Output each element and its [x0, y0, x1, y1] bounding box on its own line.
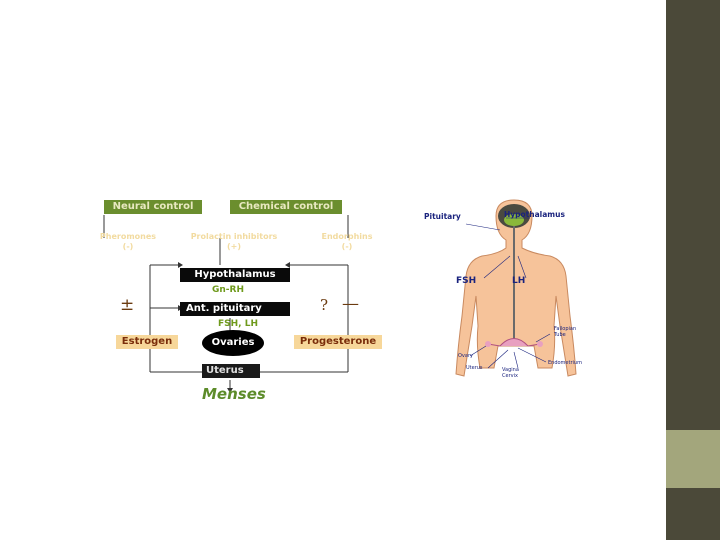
- slide-sidebar: [666, 0, 720, 540]
- faint-2-line1: Prolactin inhibitors: [190, 232, 278, 241]
- faint-3-line1: Endorphins: [321, 232, 373, 241]
- vagina-line: Vagina: [502, 367, 519, 373]
- faint-2-line2: (+): [226, 242, 241, 251]
- question-mark: ?: [320, 296, 329, 314]
- plus-minus-sign: ±: [120, 295, 135, 315]
- fallopian-line2: Tube: [554, 332, 566, 338]
- faint-label-2: Prolactin inhibitors (+): [184, 232, 284, 252]
- minus-sign: —: [342, 294, 359, 314]
- faint-1-line2: (-): [122, 242, 134, 251]
- lh-anatomy-label: LH: [512, 276, 526, 286]
- fsh-lh-label: FSH, LH: [218, 319, 258, 329]
- faint-label-1: Pheromones (-): [90, 232, 166, 252]
- cervix-line: Cervix: [502, 373, 518, 379]
- progesterone-box: Progesterone: [294, 335, 382, 349]
- menstrual-control-flow-diagram: Neural control Chemical control Pheromon…: [90, 190, 400, 410]
- gnrh-label: Gn-RH: [212, 285, 244, 295]
- menses-label: Menses: [202, 385, 266, 403]
- estrogen-box: Estrogen: [116, 335, 178, 349]
- pituitary-label: Pituitary: [424, 212, 461, 221]
- faint-1-line1: Pheromones: [99, 232, 157, 241]
- ovary-label: Ovary: [458, 353, 473, 359]
- uterus-box: Uterus: [202, 364, 260, 378]
- hypothalamus-anatomy-label: Hypothalamus: [504, 210, 565, 219]
- ovaries-ellipse: Ovaries: [202, 330, 264, 356]
- endometrium-label: Endometrium: [548, 360, 582, 366]
- fsh-anatomy-label: FSH: [456, 276, 477, 286]
- neural-control-box: Neural control: [104, 200, 202, 214]
- sidebar-accent-band: [666, 430, 720, 488]
- hypothalamus-box: Hypothalamus: [180, 268, 290, 282]
- fallopian-line1: Fallopian: [554, 326, 577, 332]
- vagina-cervix-label: Vagina Cervix: [502, 367, 519, 379]
- sidebar-top-band: [666, 0, 720, 430]
- sidebar-bottom-band: [666, 488, 720, 540]
- female-anatomy-figure: Pituitary Hypothalamus FSH LH Fallopian …: [418, 196, 618, 388]
- faint-label-3: Endorphins (-): [304, 232, 390, 252]
- chemical-control-box: Chemical control: [230, 200, 342, 214]
- uterus-anatomy-label: Uterus: [466, 365, 483, 371]
- faint-3-line2: (-): [341, 242, 353, 251]
- body-silhouette: [455, 199, 577, 377]
- ant-pituitary-box: Ant. pituitary: [180, 302, 290, 316]
- fallopian-tube-label: Fallopian Tube: [554, 326, 576, 338]
